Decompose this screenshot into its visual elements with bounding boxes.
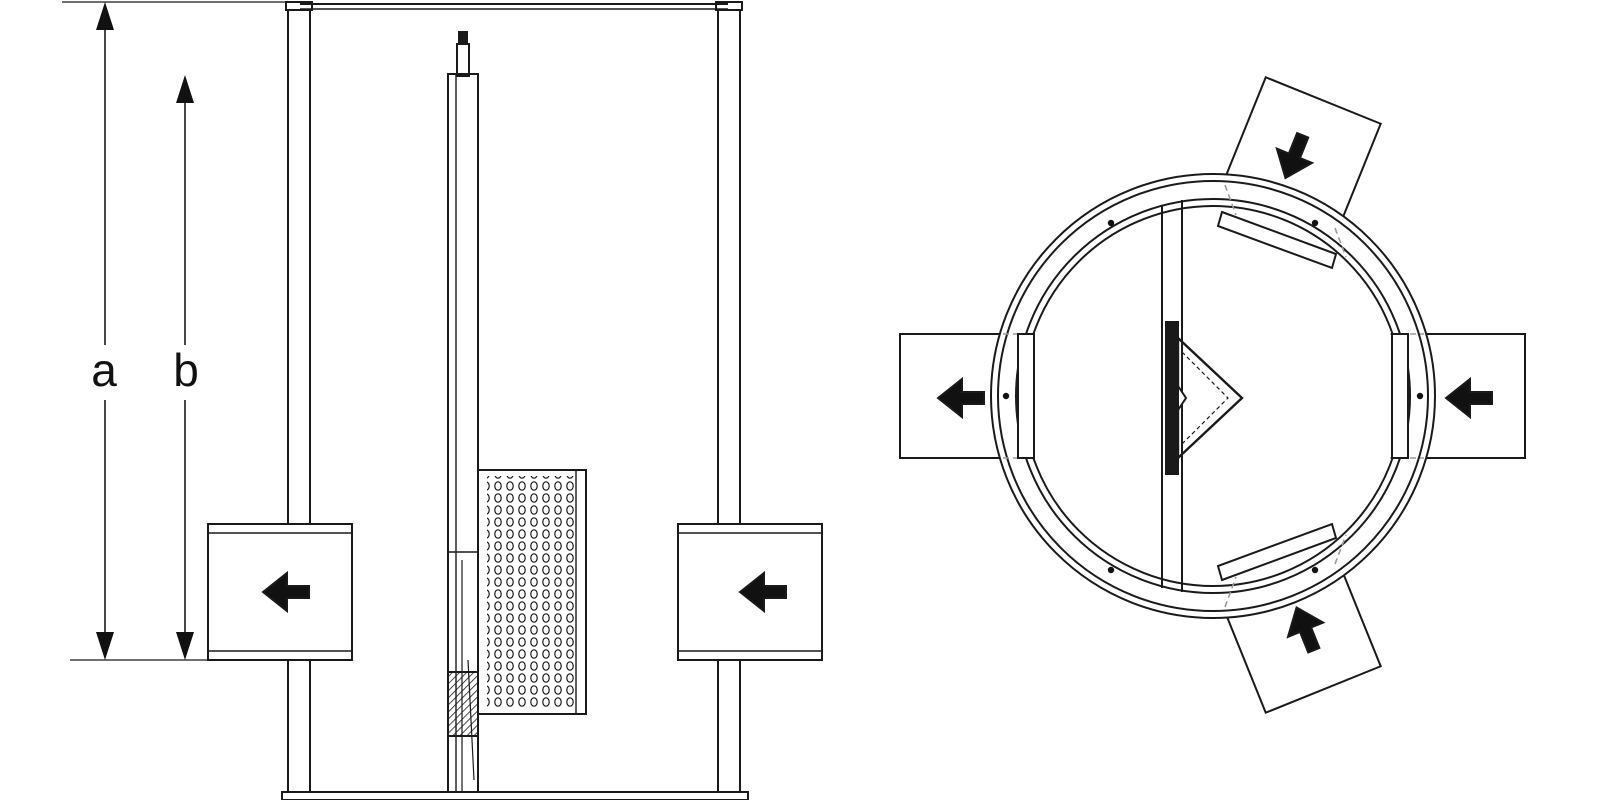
side-view [62,1,823,800]
left-inlet-stub [1017,333,1035,459]
dimension-b [176,75,194,660]
lower-inlet-stub [1216,522,1338,582]
dimension-a-label: a [91,344,117,396]
right-inlet [677,523,823,661]
right-inlet-stub [1391,333,1409,459]
base-plate [281,791,749,800]
divider-wall [1161,200,1244,592]
riser-pipe [447,31,479,793]
perforated-basket [477,469,587,715]
bolt-holes [1002,219,1424,574]
dimension-a [62,1,300,661]
top-view [899,75,1526,715]
upper-inlet-stub [1216,210,1338,270]
left-post [285,1,313,793]
right-post [715,1,743,793]
left-inlet [207,523,353,661]
dimension-b-label: b [173,344,199,396]
shaft-ring [990,173,1436,619]
